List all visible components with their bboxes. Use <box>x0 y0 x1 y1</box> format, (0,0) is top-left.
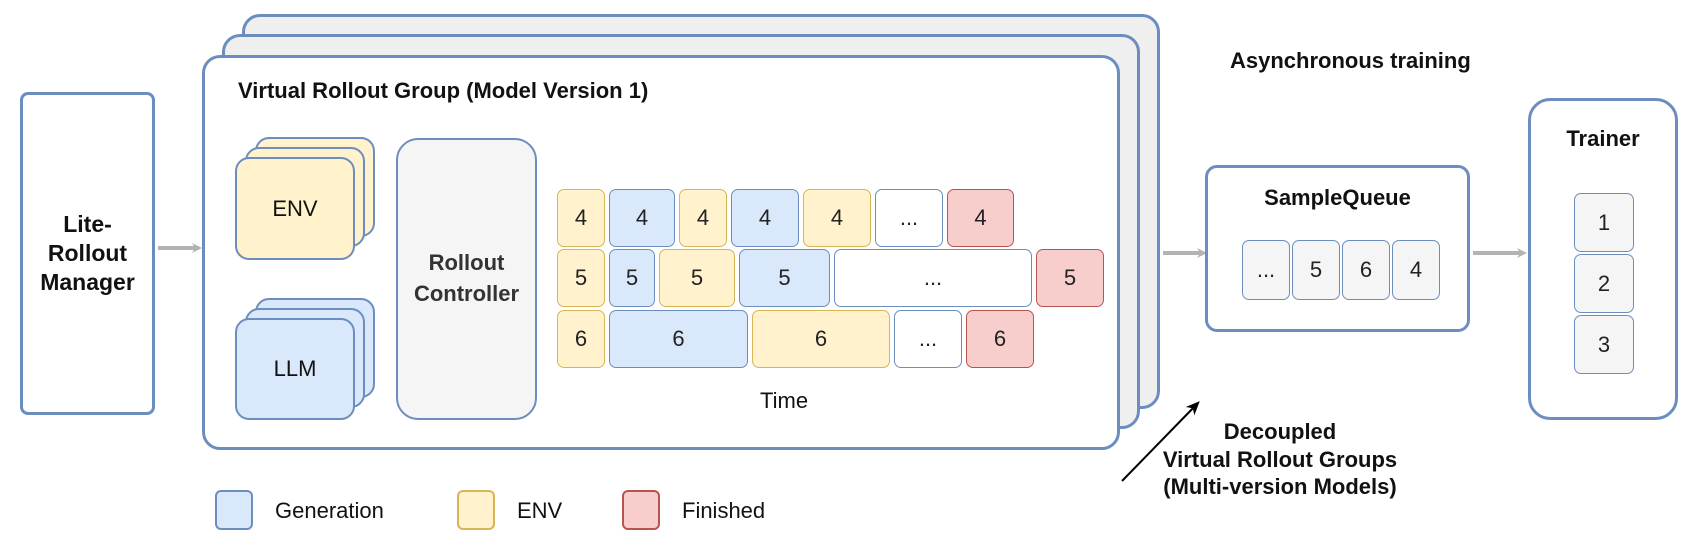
legend-label-generation: Generation <box>275 498 384 523</box>
rollout-controller-box: Rollout Controller <box>396 138 537 420</box>
rollout-manager-label: Lite- Rollout Manager <box>40 211 135 295</box>
legend-swatch-finished <box>622 490 660 530</box>
timeline-cell-row3-3: 6 <box>752 310 890 368</box>
timeline-cell-row3-5: 6 <box>966 310 1034 368</box>
timeline-cell-row1-1: 4 <box>557 189 605 247</box>
legend-swatch-generation <box>215 490 253 530</box>
timeline-cell-row3-2: 6 <box>609 310 748 368</box>
env-card-front: ENV <box>235 157 355 260</box>
env-label: ENV <box>272 195 318 221</box>
llm-card-front: LLM <box>235 318 355 420</box>
timeline-cell-row2-3: 5 <box>659 249 735 307</box>
timeline-cell-row1-6: ... <box>875 189 943 247</box>
queue-item-2: 5 <box>1292 240 1340 300</box>
queue-item-1: ... <box>1242 240 1290 300</box>
timeline-cell-row2-5: ... <box>834 249 1032 307</box>
timeline-cell-row3-1: 6 <box>557 310 605 368</box>
rollout-manager-box: Lite- Rollout Manager <box>20 92 155 415</box>
timeline-cell-row1-5: 4 <box>803 189 871 247</box>
timeline-cell-row2-2: 5 <box>609 249 655 307</box>
timeline-cell-row2-4: 5 <box>739 249 830 307</box>
trainer-title: Trainer <box>1566 126 1640 151</box>
time-label: Time <box>760 388 809 413</box>
timeline-cell-row1-3: 4 <box>679 189 727 247</box>
timeline-cell-row1-2: 4 <box>609 189 675 247</box>
rollout-controller-label: Rollout Controller <box>413 250 520 306</box>
queue-item-4: 4 <box>1392 240 1440 300</box>
trainer-item-1: 1 <box>1574 193 1634 252</box>
async-training-label: Asynchronous training <box>1230 48 1471 73</box>
queue-item-3: 6 <box>1342 240 1390 300</box>
llm-label: LLM <box>273 356 317 381</box>
timeline-cell-row2-6: 5 <box>1036 249 1104 307</box>
sample-queue-title: SampleQueue <box>1264 185 1411 210</box>
legend-label-env: ENV <box>517 498 563 523</box>
timeline-cell-row2-1: 5 <box>557 249 605 307</box>
decoupled-groups-label: Decoupled Virtual Rollout Groups (Multi-… <box>1162 419 1398 499</box>
legend-label-finished: Finished <box>682 498 766 523</box>
timeline-cell-row1-4: 4 <box>731 189 799 247</box>
trainer-item-3: 3 <box>1574 315 1634 374</box>
timeline-cell-row1-7: 4 <box>947 189 1014 247</box>
timeline-cell-row3-4: ... <box>894 310 962 368</box>
trainer-item-2: 2 <box>1574 254 1634 313</box>
group-title: Virtual Rollout Group (Model Version 1) <box>238 78 649 103</box>
legend-swatch-env <box>457 490 495 530</box>
decoupled-arrow <box>1121 401 1200 482</box>
